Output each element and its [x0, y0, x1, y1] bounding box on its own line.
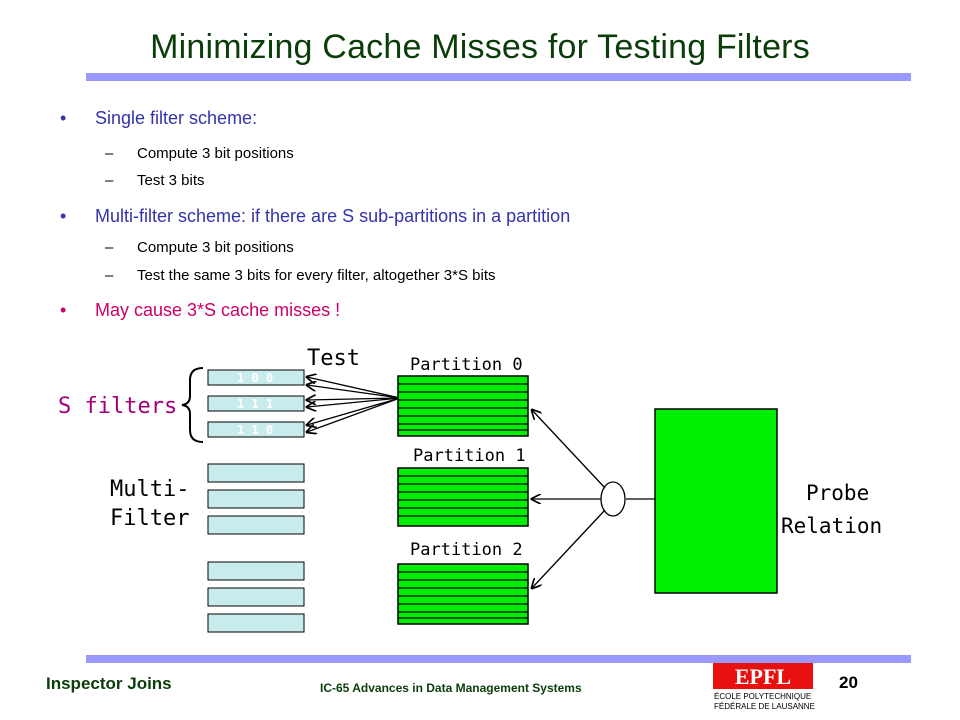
bullet-3-text: May cause 3*S cache misses !	[95, 300, 341, 320]
partition-2-label: Partition 2	[410, 540, 523, 560]
multi-filter-label-2: Filter	[110, 506, 189, 531]
filter-box	[207, 515, 305, 535]
filter-box	[207, 421, 305, 438]
partition-1-label: Partition 1	[413, 446, 526, 466]
curly-brace	[181, 367, 204, 443]
footer-divider	[86, 655, 911, 663]
filter-box	[207, 369, 305, 386]
svg-text:EPFL: EPFL	[735, 664, 791, 689]
filter-box	[207, 561, 305, 581]
bullet-1-sub-2: Test 3 bits	[137, 172, 205, 189]
filter-box	[207, 613, 305, 633]
test-label: Test	[307, 346, 360, 371]
partition-2-block	[397, 563, 529, 625]
sub-marker-1b: –	[105, 172, 114, 189]
probe-label-1: Probe	[806, 481, 869, 505]
filter-bits: 1 1 1	[237, 397, 273, 411]
partition-arrows	[532, 410, 606, 588]
slide-title: Minimizing Cache Misses for Testing Filt…	[150, 28, 810, 66]
filter-box	[207, 489, 305, 509]
filter-box	[207, 395, 305, 412]
partition-0-label: Partition 0	[410, 355, 523, 375]
bullet-1-text: Single filter scheme:	[95, 108, 258, 128]
footer-course: IC-65 Advances in Data Management System…	[320, 681, 582, 695]
bullet-marker-2: •	[60, 206, 67, 226]
bullet-1-sub-1: Compute 3 bit positions	[137, 145, 294, 162]
title-divider	[86, 73, 911, 81]
bullet-marker-3: •	[60, 300, 67, 320]
probe-relation-block	[654, 408, 778, 594]
bullet-2-text: Multi-filter scheme: if there are S sub-…	[95, 206, 571, 226]
epfl-logo: EPFL ÉCOLE POLYTECHNIQUE FÉDÉRALE DE LAU…	[713, 663, 815, 711]
bullet-marker-1: •	[60, 108, 67, 128]
svg-text:ÉCOLE POLYTECHNIQUE: ÉCOLE POLYTECHNIQUE	[714, 692, 811, 701]
page-number: 20	[839, 673, 858, 692]
filter-box	[207, 587, 305, 607]
filter-bits: 1 0 0	[237, 371, 273, 385]
bullet-2-sub-2: Test the same 3 bits for every filter, a…	[137, 267, 496, 284]
partition-0-block	[397, 375, 529, 437]
probe-label-2: Relation	[781, 514, 882, 538]
sub-marker-1a: –	[105, 145, 114, 162]
s-filter-group: 1 0 0 1 1 1 1 1 0	[207, 369, 305, 438]
partition-1-block	[397, 467, 529, 527]
test-arrows	[307, 377, 401, 432]
multi-filter-label-1: Multi-	[110, 477, 189, 502]
filter-bits: 1 1 0	[237, 423, 273, 437]
footer-title: Inspector Joins	[46, 674, 172, 693]
s-filters-label: S filters	[58, 394, 177, 419]
filter-box	[207, 463, 305, 483]
multi-filter-boxes	[207, 463, 305, 633]
sub-marker-2b: –	[105, 267, 114, 284]
sub-marker-2a: –	[105, 239, 114, 256]
bullet-2-sub-1: Compute 3 bit positions	[137, 239, 294, 256]
svg-text:FÉDÉRALE DE LAUSANNE: FÉDÉRALE DE LAUSANNE	[714, 702, 815, 711]
